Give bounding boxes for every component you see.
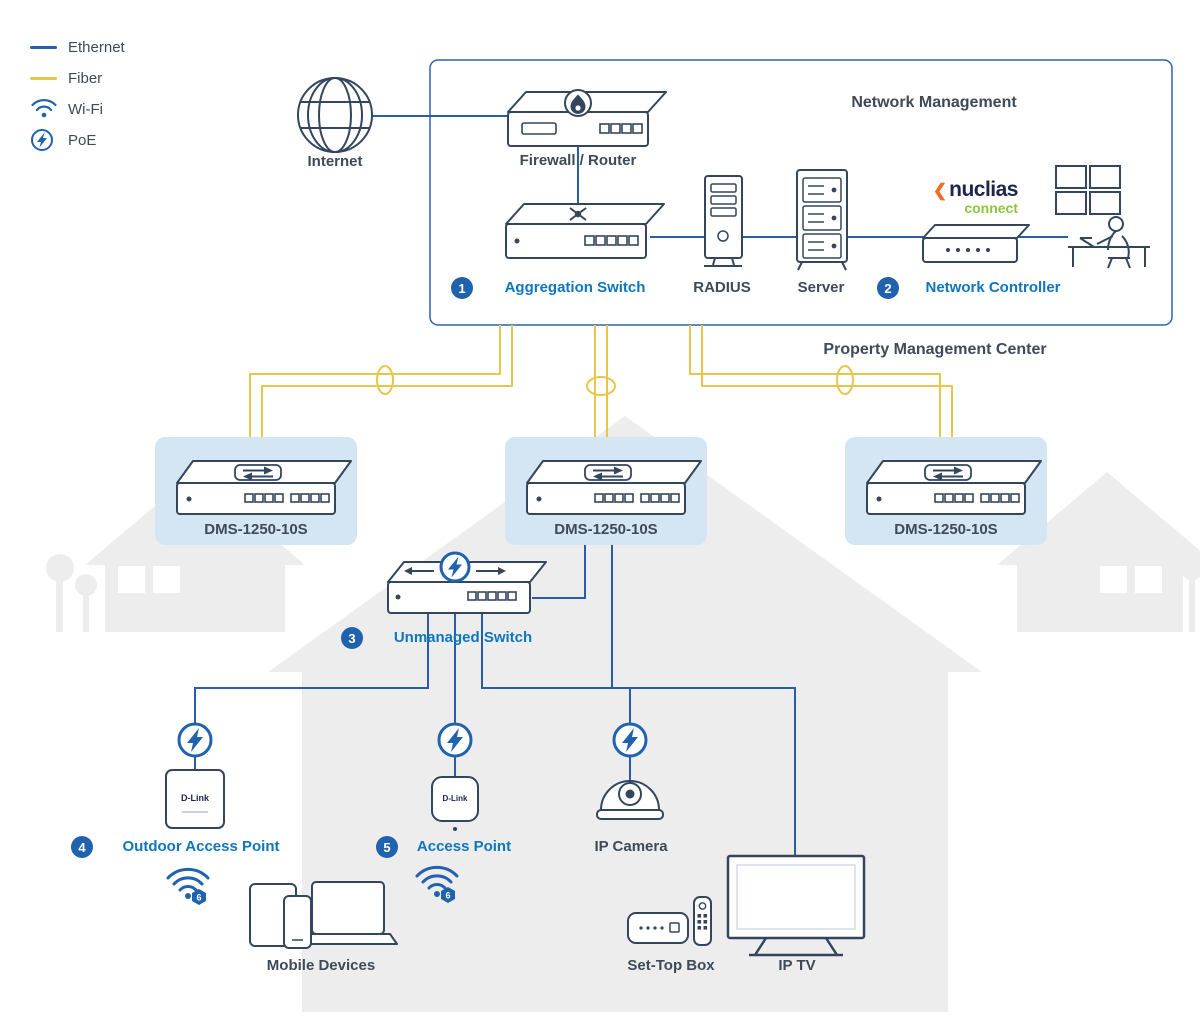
outdoor-access-point-icon: D-Link [165,769,225,829]
legend-item-ethernet: Ethernet [30,36,125,58]
poe-icon [30,128,68,152]
fiber-loop-icon [836,365,854,395]
network-management-title: Network Management [851,94,1017,111]
unmanaged-switch-icon [387,551,547,614]
unmanaged-switch-badge: 3 [341,627,363,649]
server-label: Server [797,279,845,296]
outdoor-access-point-label: Outdoor Access Point [122,838,280,855]
aggregation-switch-badge: 1 [451,277,473,299]
firewall-router-label: Firewall / Router [519,152,637,169]
network-controller-badge: 2 [877,277,899,299]
internet-label: Internet [307,153,363,170]
outdoor-access-point-badge: 4 [71,836,93,858]
legend-label-ethernet: Ethernet [68,38,125,56]
wifi6-icon-outdoor-ap [166,867,210,907]
fiber-line-swatch [30,76,57,80]
legend-label-wifi: Wi-Fi [68,100,103,118]
nuclias-brand: nuclias [949,178,1018,201]
dms-switch-left-label: DMS-1250-10S [204,521,308,538]
poe-icon-ip-camera [612,722,648,758]
laptop-icon [311,881,385,935]
legend-item-poe: PoE [30,129,125,151]
poe-icon-access-point [437,722,473,758]
legend: Ethernet Fiber Wi-Fi [30,36,125,151]
access-point-badge: 5 [376,836,398,858]
radius-server-icon [704,175,743,267]
access-point-brand: D-Link [443,794,468,803]
legend-item-wifi: Wi-Fi [30,98,125,120]
network-controller-icon [922,224,1030,263]
wifi-icon [30,99,68,119]
operator-workstation-icon [1055,165,1150,269]
legend-label-poe: PoE [68,131,97,149]
nuclias-sub-brand: connect [964,200,1018,217]
ip-tv-label: IP TV [778,957,816,974]
nuclias-connect-logo: ❮nuclias connect [920,178,1019,217]
ip-tv-icon [726,854,866,957]
mobile-devices-label: Mobile Devices [266,957,376,974]
ip-camera-label: IP Camera [594,838,668,855]
set-top-box-label: Set-Top Box [627,957,715,974]
fiber-links [249,325,953,438]
set-top-box-icon [627,912,689,944]
aggregation-switch-icon [505,203,665,259]
outdoor-ap-brand: D-Link [181,793,210,803]
legend-item-fiber: Fiber [30,67,125,89]
poe-icon-outdoor-ap [177,722,213,758]
mobile-devices-icon [249,881,398,949]
remote-control-icon [693,896,712,946]
ethernet-line-swatch [30,45,57,49]
ip-camera-icon [596,780,664,820]
network-controller-label: Network Controller [925,279,1061,296]
unmanaged-switch-label: Unmanaged Switch [393,629,533,646]
fiber-loop-icon [376,365,394,395]
phone-icon [283,895,312,949]
legend-label-fiber: Fiber [68,69,103,87]
aggregation-switch-label: Aggregation Switch [504,279,646,296]
access-point-label: Access Point [416,838,512,855]
property-management-center-label: Property Management Center [823,341,1047,358]
access-point-icon: D-Link [431,776,479,831]
dms-switch-middle-label: DMS-1250-10S [554,521,658,538]
fiber-loop-icon [586,376,616,396]
dms-switch-right-label: DMS-1250-10S [894,521,998,538]
radius-label: RADIUS [693,279,751,296]
server-rack-icon [796,169,848,271]
nuclias-chevron-icon: ❮ [932,181,948,200]
firewall-router-icon [507,89,667,147]
internet-globe-icon [297,77,373,153]
